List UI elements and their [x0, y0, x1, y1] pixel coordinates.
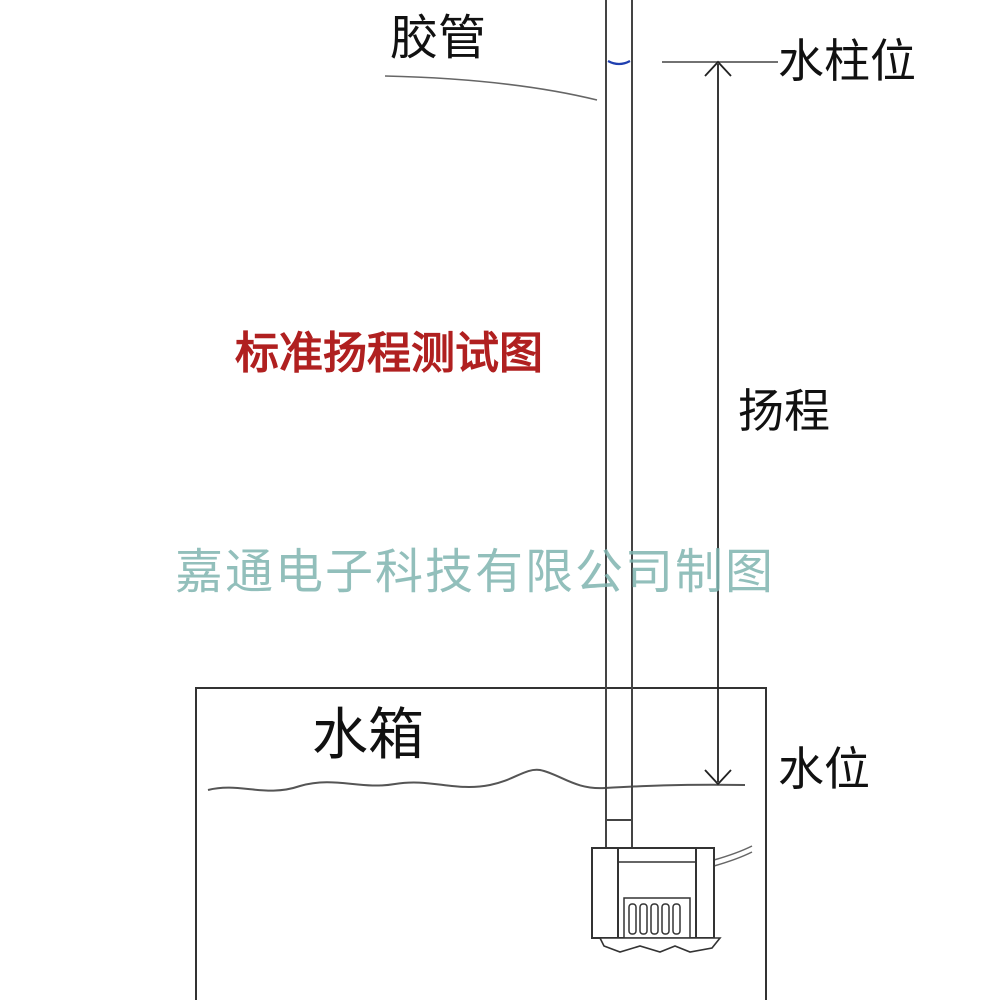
pump-intake-grille [628, 903, 681, 935]
submersible-pump [591, 847, 722, 953]
head-label: 扬程 [738, 384, 830, 438]
hose-leader-line [384, 75, 598, 101]
water-tank-label: 水箱 [312, 703, 424, 768]
water-tank-outline [195, 687, 767, 1000]
credit-watermark: 嘉通电子科技有限公司制图 [175, 544, 776, 600]
water-column-mark [607, 60, 631, 66]
power-cable [713, 845, 753, 867]
water-column-level-label: 水柱位 [778, 34, 916, 88]
water-surface-line [207, 768, 746, 792]
head-arrow-top [704, 60, 732, 77]
diagram-title: 标准扬程测试图 [235, 328, 543, 379]
hose-label: 胶管 [390, 10, 487, 66]
head-arrow-bottom [704, 769, 732, 786]
water-level-label: 水位 [778, 742, 870, 796]
pump-suction-feet [598, 937, 722, 953]
